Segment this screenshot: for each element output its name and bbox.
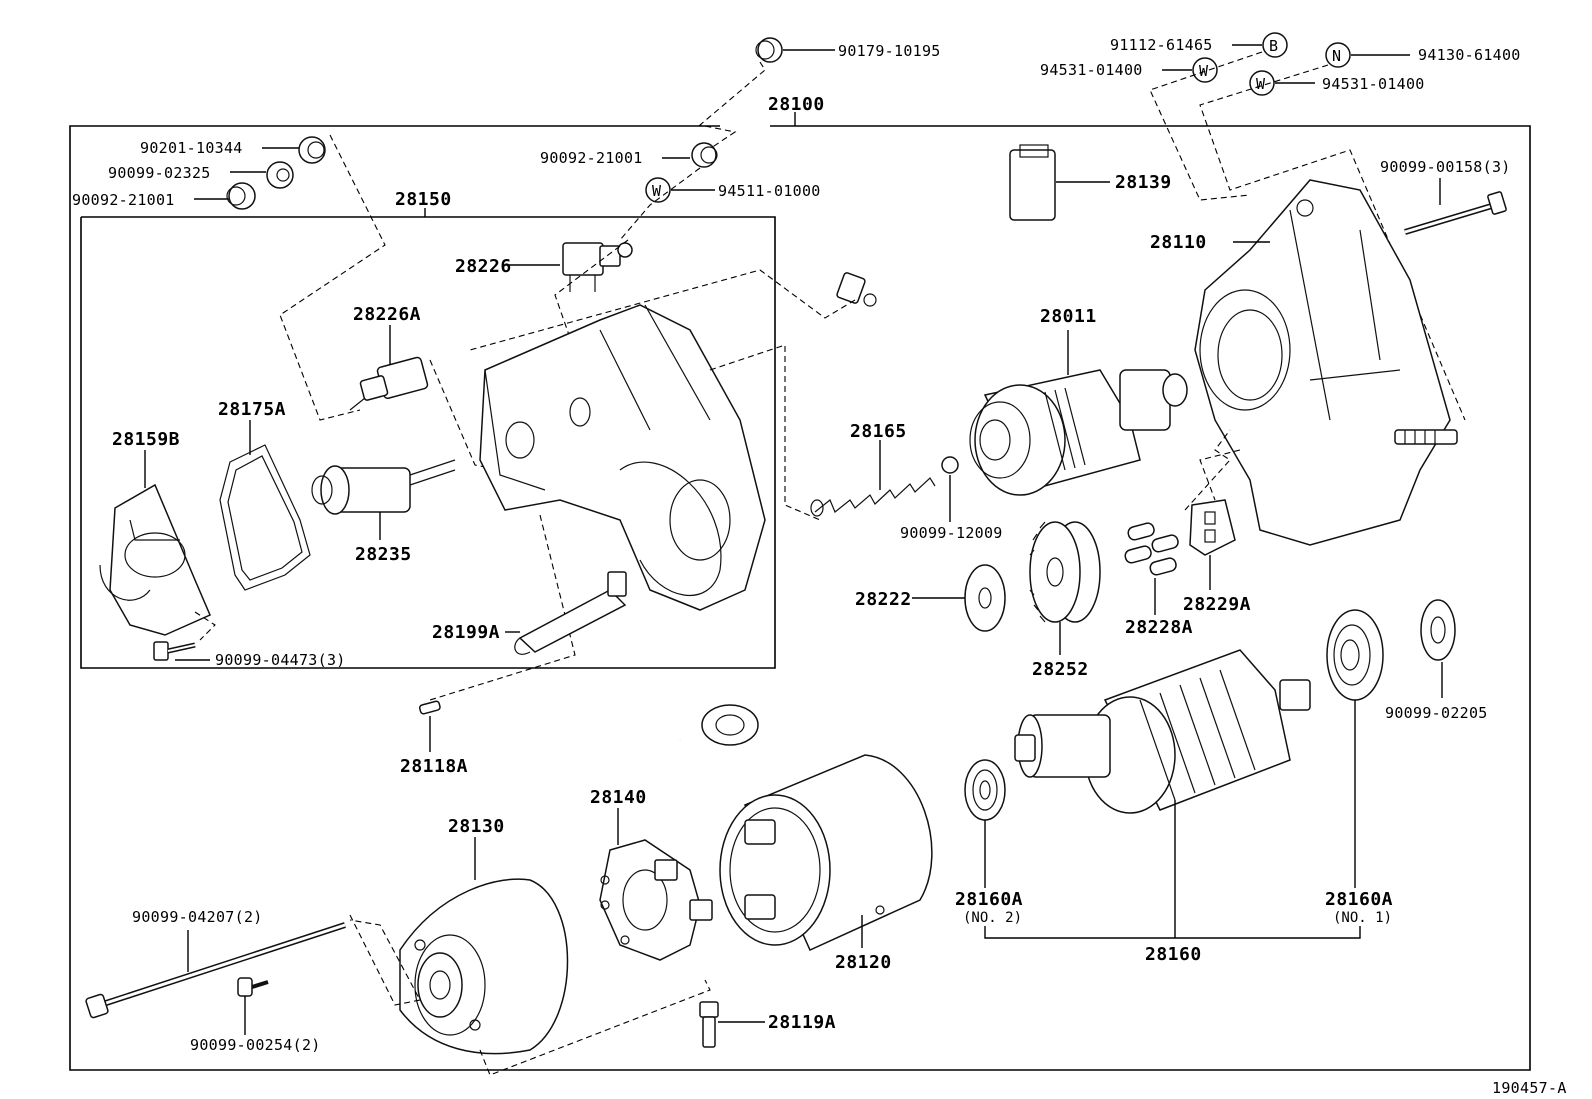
callout-91112-61465: 91112-61465	[1110, 36, 1213, 54]
callout-28110: 28110	[1150, 232, 1207, 253]
idler-gear-28252	[1029, 521, 1101, 623]
yoke-28120	[660, 698, 933, 951]
rollers-28228a	[1124, 522, 1179, 576]
callout-28120: 28120	[835, 952, 892, 973]
marker-w-washer-c: W	[645, 177, 671, 203]
bearing-28160a-no1	[1326, 609, 1384, 701]
callout-28160a-no2-note: (NO. 2)	[963, 910, 1022, 926]
callout-90099-02325: 90099-02325	[108, 164, 211, 182]
marker-b: B	[1262, 32, 1288, 58]
bolt-90099-00158	[1404, 191, 1507, 235]
washer-90099-02205	[1420, 599, 1456, 661]
magnetic-switch-housing	[479, 304, 766, 611]
callout-28199a: 28199A	[432, 622, 500, 643]
subassembly-number: 28150	[395, 189, 452, 210]
nut-90092-21001-b	[691, 142, 718, 168]
callout-28165: 28165	[850, 421, 907, 442]
callout-28160a-no2: 28160A	[955, 889, 1023, 910]
through-bolt-90099-04207	[85, 922, 346, 1019]
marker-w-washer-a: W	[1192, 57, 1218, 83]
callout-94130-61400: 94130-61400	[1418, 46, 1521, 64]
callout-90099-02205: 90099-02205	[1385, 704, 1488, 722]
cover-28159b	[99, 483, 211, 636]
brush-holder-28140	[599, 839, 713, 961]
callout-90092-21001-b: 90092-21001	[540, 149, 643, 167]
callout-28226a: 28226A	[353, 304, 421, 325]
screw-90099-00254	[237, 977, 269, 997]
callout-28139: 28139	[1115, 172, 1172, 193]
callout-28140: 28140	[590, 787, 647, 808]
callout-90201-10344: 90201-10344	[140, 139, 243, 157]
svg-text:N: N	[1332, 47, 1341, 65]
svg-text:W: W	[652, 182, 662, 200]
diagram-id: 190457-A	[1492, 1079, 1567, 1097]
screw-90099-04473	[153, 641, 196, 661]
callout-28118a: 28118A	[400, 756, 468, 777]
callout-90092-21001-a: 90092-21001	[72, 191, 175, 209]
callout-28228a: 28228A	[1125, 617, 1193, 638]
callout-90099-00254: 90099-00254(2)	[190, 1036, 321, 1054]
callout-28119a: 28119A	[768, 1012, 836, 1033]
washer-90099-02325	[266, 161, 294, 189]
callout-90099-00158: 90099-00158(3)	[1380, 158, 1511, 176]
plunger-28235	[311, 459, 456, 515]
callout-90179-10195: 90179-10195	[838, 42, 941, 60]
assembly-frame	[69, 125, 1531, 1071]
svg-text:W: W	[1199, 62, 1209, 80]
armature-28160	[1014, 649, 1311, 814]
callout-28160: 28160	[1145, 944, 1202, 965]
callout-90099-12009: 90099-12009	[900, 524, 1003, 542]
svg-text:W: W	[1256, 75, 1266, 93]
lead-wire-28139	[836, 144, 1056, 307]
spring-28165	[810, 477, 936, 517]
callout-28252: 28252	[1032, 659, 1089, 680]
callout-28175a: 28175A	[218, 399, 286, 420]
clutch-28011	[969, 369, 1188, 496]
washer-28222	[964, 564, 1006, 632]
ball-90099-12009	[941, 456, 959, 474]
subassembly-frame	[80, 216, 776, 669]
cap-90201-10344	[298, 136, 326, 164]
end-frame-28130	[399, 878, 569, 1055]
marker-w-washer-b: W	[1249, 70, 1275, 96]
callout-94531-01400-a: 94531-01400	[1040, 61, 1143, 79]
callout-28235: 28235	[355, 544, 412, 565]
gasket-28175a	[219, 444, 311, 591]
terminal-bolt-28226	[562, 242, 633, 292]
callout-28130: 28130	[448, 816, 505, 837]
svg-text:B: B	[1269, 37, 1278, 55]
assembly-number: 28100	[768, 94, 825, 115]
bearing-28160a-no2	[964, 759, 1006, 821]
nut-90092-21001-a	[226, 182, 256, 210]
callout-28160a-no1-note: (NO. 1)	[1333, 910, 1392, 926]
retainer-28229a	[1189, 499, 1236, 556]
callout-28159b: 28159B	[112, 429, 180, 450]
nut-90179-10195	[755, 37, 783, 63]
pin-28118a	[418, 700, 441, 715]
callout-94511-01000: 94511-01000	[718, 182, 821, 200]
callout-94531-01400-b: 94531-01400	[1322, 75, 1425, 93]
terminal-28226a	[349, 356, 429, 411]
callout-28226: 28226	[455, 256, 512, 277]
callout-28160a-no1: 28160A	[1325, 889, 1393, 910]
lead-28199a	[514, 571, 627, 655]
callout-28011: 28011	[1040, 306, 1097, 327]
drive-housing-28110	[1194, 179, 1458, 546]
callout-90099-04473: 90099-04473(3)	[215, 651, 346, 669]
bolt-28119a	[699, 1001, 719, 1048]
callout-28229a: 28229A	[1183, 594, 1251, 615]
callout-90099-04207: 90099-04207(2)	[132, 908, 263, 926]
callout-28222: 28222	[855, 589, 912, 610]
marker-n: N	[1325, 42, 1351, 68]
